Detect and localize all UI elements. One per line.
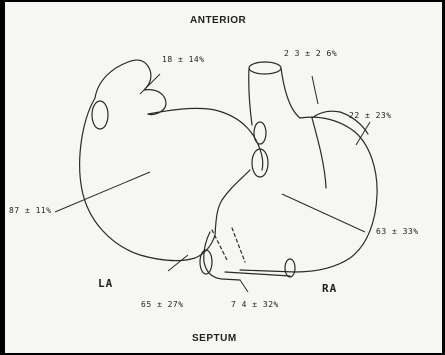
value-ra-appendage: 22 ± 23% — [349, 112, 392, 120]
la-upper-border — [148, 108, 263, 170]
pulmonary-vein-right — [252, 149, 268, 177]
leader-la-body — [55, 172, 150, 212]
pulmonary-vein-lower — [254, 122, 266, 144]
leader-ra-body — [282, 194, 365, 232]
value-la-body: 87 ± 11% — [9, 207, 52, 215]
svc-tube — [249, 68, 300, 125]
svc-opening — [249, 62, 281, 74]
pulmonary-vein-left — [92, 101, 108, 129]
ra-body-outline — [240, 117, 377, 272]
leader-svc — [312, 76, 318, 104]
orientation-top-label: ANTERIOR — [190, 16, 246, 26]
label-left-atrium: LA — [98, 278, 113, 289]
dashed-septal-left — [212, 230, 228, 262]
coronary-sinus-ostium — [200, 250, 212, 274]
value-la-appendage: 18 ± 14% — [162, 56, 205, 64]
label-right-atrium: RA — [322, 283, 337, 294]
septal-ledge — [225, 272, 290, 276]
value-svc: 2 3 ± 2 6% — [284, 50, 337, 58]
la-body-outline — [80, 98, 250, 261]
dashed-septal-right — [232, 228, 245, 262]
orientation-bottom-label: SEPTUM — [192, 334, 237, 344]
leader-septal-left — [168, 255, 188, 271]
ra-inner-ridge — [312, 118, 326, 188]
ivc-ostium — [285, 259, 295, 277]
value-septal-left: 65 ± 27% — [141, 301, 184, 309]
value-septal-right: 7 4 ± 32% — [231, 301, 279, 309]
value-ra-body: 63 ± 33% — [376, 228, 419, 236]
leader-septal-right — [240, 280, 248, 292]
